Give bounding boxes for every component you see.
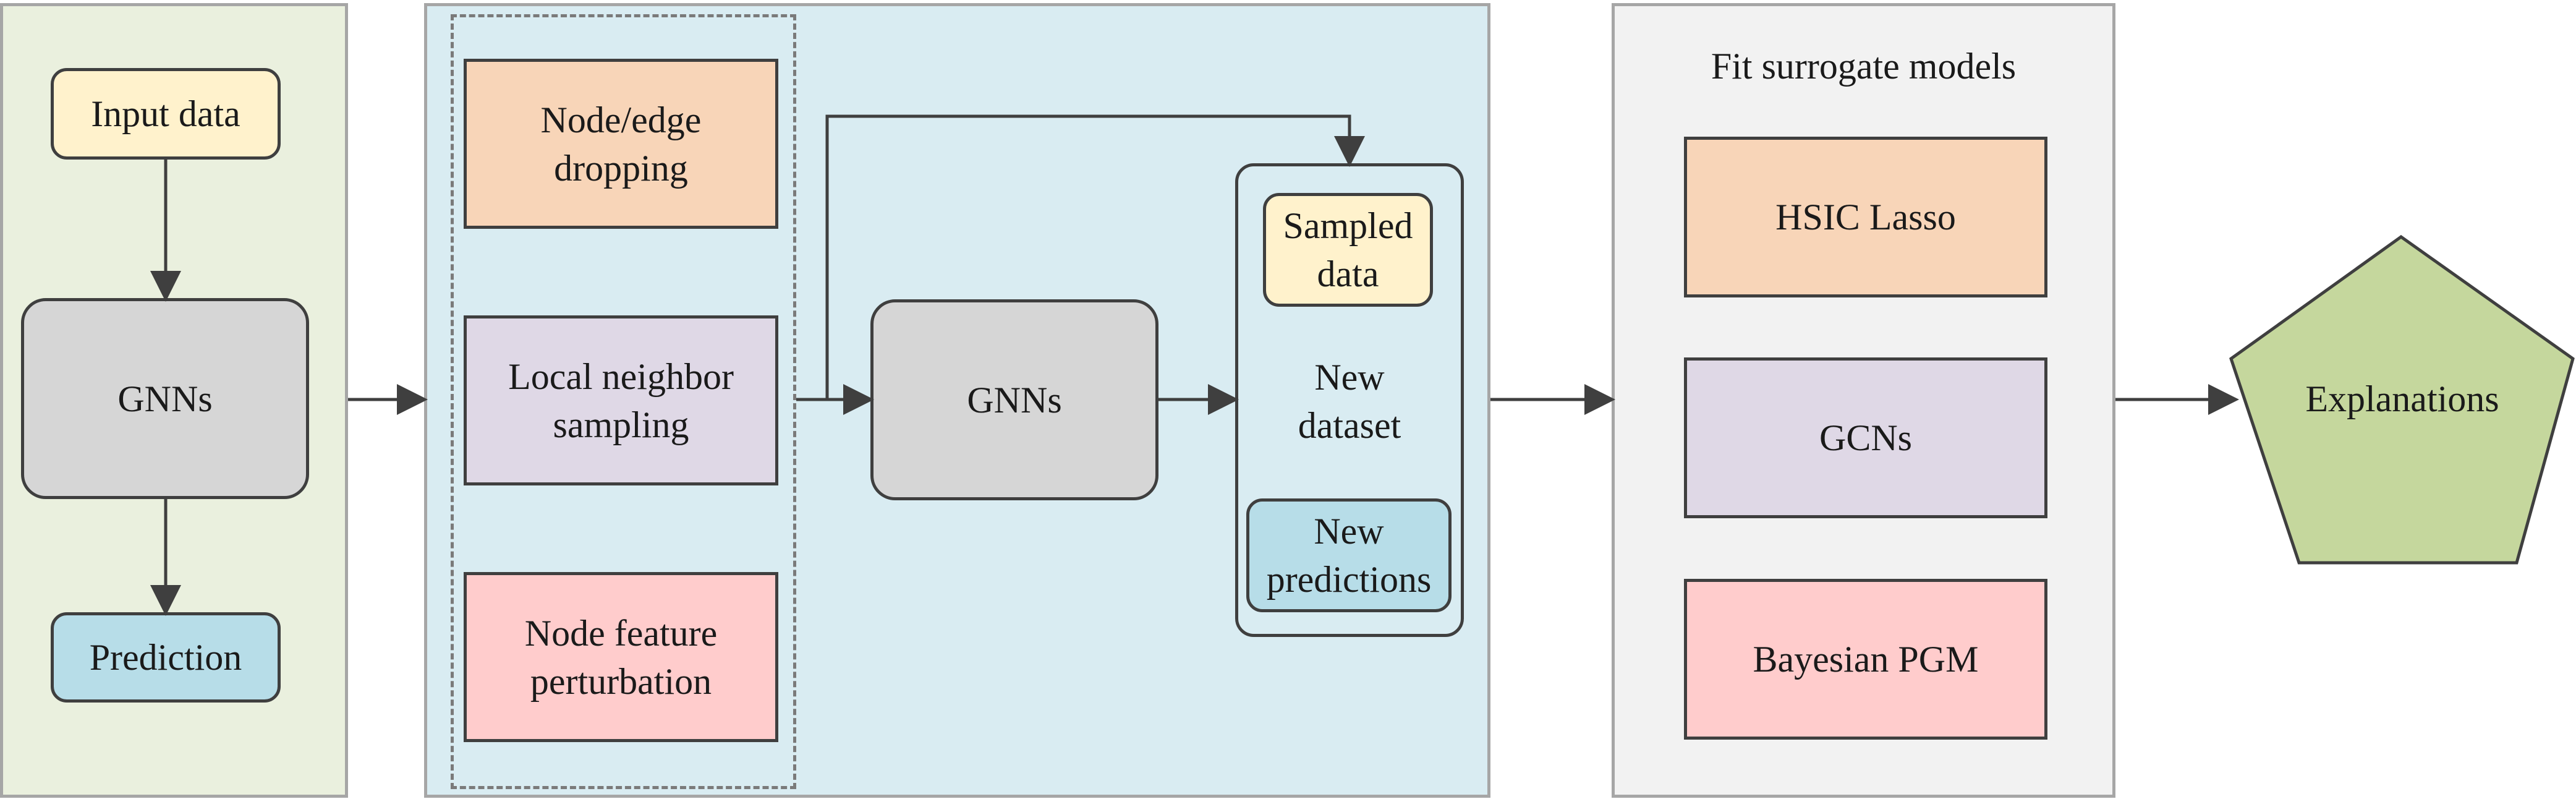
explanations-label: Explanations bbox=[2305, 378, 2499, 419]
local-neighbor-sampling-box: Local neighbor sampling bbox=[464, 315, 778, 485]
node-feature-perturbation-box: Node feature perturbation bbox=[464, 572, 778, 742]
node-edge-dropping-box: Node/edge dropping bbox=[464, 59, 778, 229]
augmentation-group bbox=[451, 14, 796, 789]
sampled-data-box: Sampled data bbox=[1263, 193, 1433, 307]
gnn-box-middle: GNNs bbox=[870, 299, 1158, 500]
new-predictions-box: New predictions bbox=[1246, 498, 1452, 612]
hsic-lasso-box: HSIC Lasso bbox=[1684, 137, 2047, 297]
surrogate-panel-title: Fit surrogate models bbox=[1711, 46, 2017, 87]
gcns-box: GCNs bbox=[1684, 357, 2047, 518]
prediction-box: Prediction bbox=[51, 612, 281, 703]
input-data-box: Input data bbox=[51, 68, 281, 160]
gnn-box-left: GNNs bbox=[21, 298, 309, 499]
new-dataset-label: New dataset bbox=[1298, 357, 1401, 446]
bayesian-pgm-box: Bayesian PGM bbox=[1684, 579, 2047, 740]
